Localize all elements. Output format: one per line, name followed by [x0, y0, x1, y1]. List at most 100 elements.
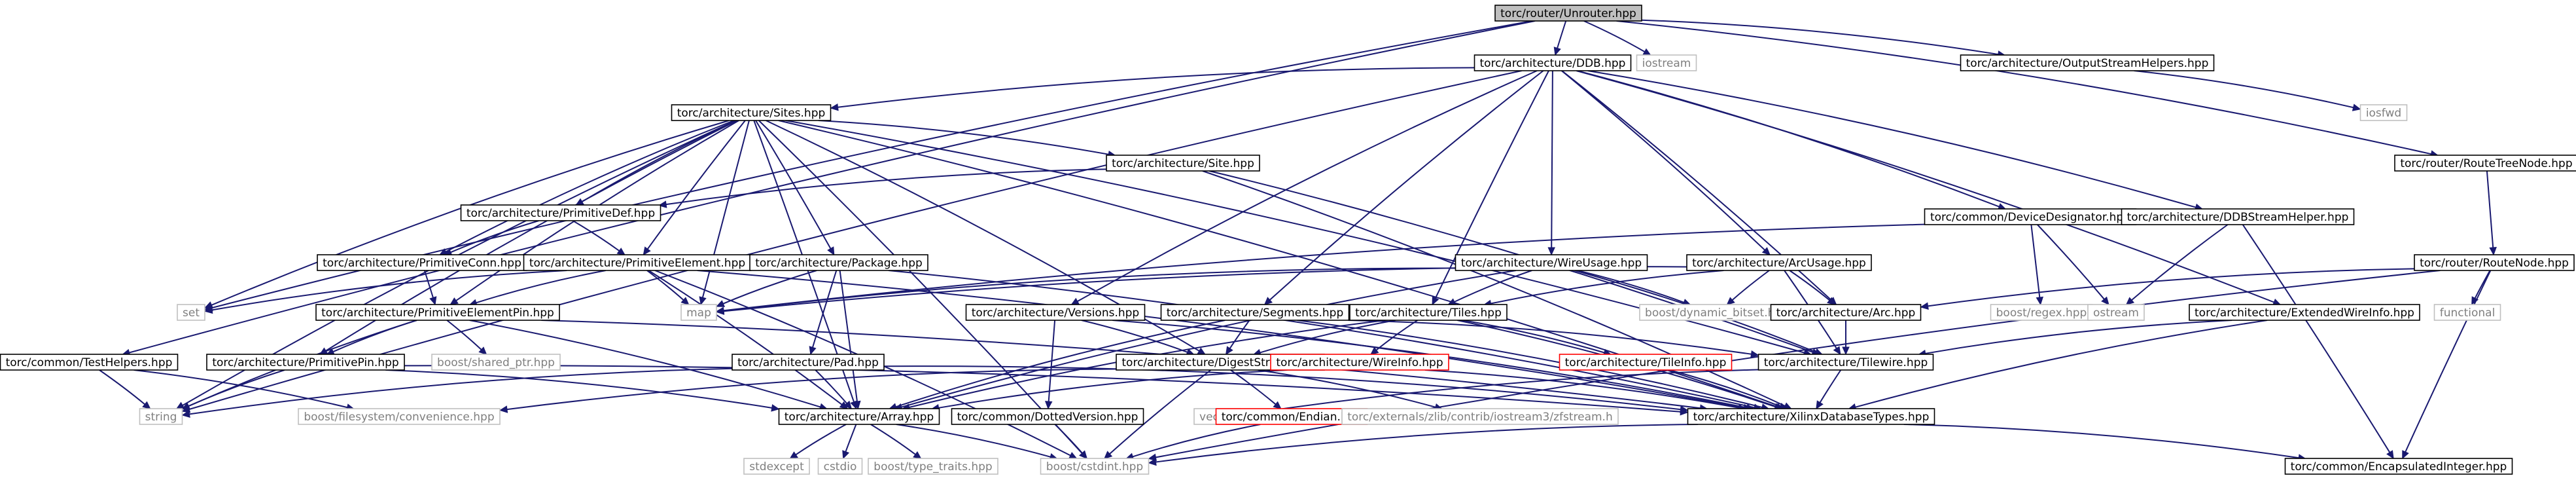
edge-sites-to-primconn	[445, 120, 734, 253]
node-box-site	[1106, 155, 1260, 172]
edge-array-to-typetraits	[870, 424, 916, 455]
edge-array-to-stdexcept	[795, 424, 847, 456]
node-label-primdef: torc/architecture/PrimitiveDef.hpp	[467, 207, 655, 220]
arrowhead-unrouter-to-iostream	[1642, 48, 1652, 56]
node-array[interactable]: torc/architecture/Array.hpp	[778, 408, 940, 425]
edge-routenode-to-functional	[2474, 270, 2491, 299]
node-label-xilinxtypes: torc/architecture/XilinxDatabaseTypes.hp…	[1693, 411, 1930, 424]
arrowhead-package-to-array	[853, 400, 861, 410]
node-iosfwd: iosfwd	[2359, 104, 2408, 121]
arrowhead-dottedversion-to-cstdint	[1079, 450, 1088, 460]
node-box-encint	[2284, 458, 2513, 475]
edge-routenode-to-encint	[2405, 270, 2492, 453]
node-versions[interactable]: torc/architecture/Versions.hpp	[965, 304, 1146, 321]
node-label-map: map	[686, 306, 711, 320]
edge-ddb-to-devdesig	[1577, 70, 2000, 208]
edge-digest-to-endian	[1230, 369, 1277, 405]
arrowhead-devdesig-to-regex	[2036, 296, 2044, 306]
node-box-dottedversion	[951, 408, 1144, 425]
node-segments[interactable]: torc/architecture/Segments.hpp	[1160, 304, 1350, 321]
arrowhead-arcusage-to-tilewire	[1833, 346, 1841, 356]
node-box-primelem	[523, 254, 752, 271]
node-box-tilewire	[1757, 354, 1934, 371]
edge-wireusage-to-dynbitset	[1577, 270, 1684, 303]
node-label-cstdint: boost/cstdint.hpp	[1046, 460, 1143, 473]
edge-primelem-to-array	[648, 270, 843, 405]
arrowhead-array-to-cstdio	[842, 450, 850, 460]
node-pad[interactable]: torc/architecture/Pad.hpp	[732, 354, 885, 371]
node-primelem[interactable]: torc/architecture/PrimitiveElement.hpp	[523, 254, 752, 271]
node-arcusage[interactable]: torc/architecture/ArcUsage.hpp	[1686, 254, 1872, 271]
node-label-primelempin: torc/architecture/PrimitiveElementPin.hp…	[321, 306, 554, 320]
arrowhead-primpin-to-string	[181, 402, 191, 410]
node-tilewire[interactable]: torc/architecture/Tilewire.hpp	[1757, 354, 1934, 371]
node-box-string	[139, 408, 183, 425]
node-box-testhelpers	[0, 354, 179, 371]
node-label-routetreenode: torc/router/RouteTreeNode.hpp	[2400, 157, 2572, 170]
arrowhead-routenode-to-cstdint	[1148, 453, 1157, 461]
node-routenode[interactable]: torc/router/RouteNode.hpp	[2414, 254, 2575, 271]
node-xilinxtypes[interactable]: torc/architecture/XilinxDatabaseTypes.hp…	[1687, 408, 1935, 425]
edge-primelempin-to-xilinxtypes	[541, 320, 1701, 409]
edge-primelempin-to-sharedptr	[446, 320, 482, 350]
node-primelempin[interactable]: torc/architecture/PrimitiveElementPin.hp…	[315, 304, 560, 321]
edge-extwireinfo-to-tilewire	[1925, 320, 2232, 354]
node-label-primelem: torc/architecture/PrimitiveElement.hpp	[529, 257, 745, 270]
node-testhelpers[interactable]: torc/common/TestHelpers.hpp	[0, 354, 179, 371]
edge-site-to-primdef	[665, 168, 1107, 206]
node-stdexcept: stdexcept	[743, 458, 810, 475]
node-box-primconn	[317, 254, 527, 271]
node-dottedversion[interactable]: torc/common/DottedVersion.hpp	[951, 408, 1144, 425]
arrowhead-routenode-to-arc	[1920, 302, 1929, 310]
node-arc[interactable]: torc/architecture/Arc.hpp	[1770, 304, 1922, 321]
edge-devdesig-to-ostream	[2037, 224, 2105, 300]
edge-package-to-xilinxtypes	[888, 270, 1755, 409]
arrowhead-ddb-to-sites	[830, 103, 839, 111]
node-label-iostream: iostream	[1642, 57, 1691, 70]
edge-ddb-to-ddbsh	[1587, 70, 2197, 208]
node-devdesig[interactable]: torc/common/DeviceDesignator.hpp	[1924, 208, 2137, 225]
node-unrouter[interactable]: torc/router/Unrouter.hpp	[1494, 5, 1642, 22]
arrowhead-arcusage-to-arc	[1827, 297, 1836, 306]
edge-ddbsh-to-encint	[2242, 224, 2391, 453]
edge-ddb-to-versions	[1077, 70, 1538, 302]
node-box-set	[177, 304, 205, 321]
node-site[interactable]: torc/architecture/Site.hpp	[1106, 155, 1260, 172]
node-primpin[interactable]: torc/architecture/PrimitivePin.hpp	[206, 354, 405, 371]
edge-ddb-to-arcusage	[1561, 70, 1765, 251]
node-package[interactable]: torc/architecture/Package.hpp	[749, 254, 928, 271]
edge-tiles-to-tileinfo	[1462, 320, 1605, 354]
node-encint[interactable]: torc/common/EncapsulatedInteger.hpp	[2284, 458, 2513, 475]
node-ddb[interactable]: torc/architecture/DDB.hpp	[1473, 54, 1632, 71]
node-label-dottedversion: torc/common/DottedVersion.hpp	[957, 411, 1138, 424]
node-label-primpin: torc/architecture/PrimitivePin.hpp	[212, 356, 398, 369]
arrowhead-ddb-to-arcusage	[1761, 247, 1771, 256]
edge-ddb-to-string	[188, 70, 1522, 410]
edge-tiles-to-wireinfo	[1375, 320, 1418, 351]
arrowhead-sites-to-package	[827, 246, 835, 256]
edge-routenode-to-arc	[1928, 268, 2415, 307]
node-osh[interactable]: torc/architecture/OutputStreamHelpers.hp…	[1960, 54, 2215, 71]
node-label-package: torc/architecture/Package.hpp	[755, 257, 923, 270]
node-primdef[interactable]: torc/architecture/PrimitiveDef.hpp	[460, 204, 662, 221]
node-routetreenode[interactable]: torc/router/RouteTreeNode.hpp	[2394, 155, 2576, 172]
edge-wireinfo-to-xilinxtypes	[1424, 369, 1739, 409]
arrowhead-devdesig-to-map	[715, 306, 725, 314]
node-extwireinfo[interactable]: torc/architecture/ExtendedWireInfo.hpp	[2189, 304, 2420, 321]
node-typetraits: boost/type_traits.hpp	[868, 458, 998, 475]
node-label-zfstream: torc/externals/zlib/contrib/iostream3/zf…	[1347, 411, 1613, 424]
node-sites[interactable]: torc/architecture/Sites.hpp	[671, 104, 832, 121]
node-box-routetreenode	[2394, 155, 2576, 172]
arrowhead-testhelpers-to-string	[142, 401, 151, 410]
node-box-tiles	[1349, 304, 1508, 321]
node-tiles[interactable]: torc/architecture/Tiles.hpp	[1349, 304, 1508, 321]
node-tileinfo: torc/architecture/TileInfo.hpp	[1559, 354, 1733, 371]
node-box-segments	[1160, 304, 1350, 321]
node-wireusage[interactable]: torc/architecture/WireUsage.hpp	[1455, 254, 1648, 271]
node-label-devdesig: torc/common/DeviceDesignator.hpp	[1930, 211, 2130, 224]
arrowhead-routetreenode-to-routenode	[2489, 247, 2497, 256]
node-primconn[interactable]: torc/architecture/PrimitiveConn.hpp	[317, 254, 527, 271]
node-ddbsh[interactable]: torc/architecture/DDBStreamHelper.hpp	[2121, 208, 2355, 225]
arrowhead-package-to-map	[716, 300, 726, 307]
